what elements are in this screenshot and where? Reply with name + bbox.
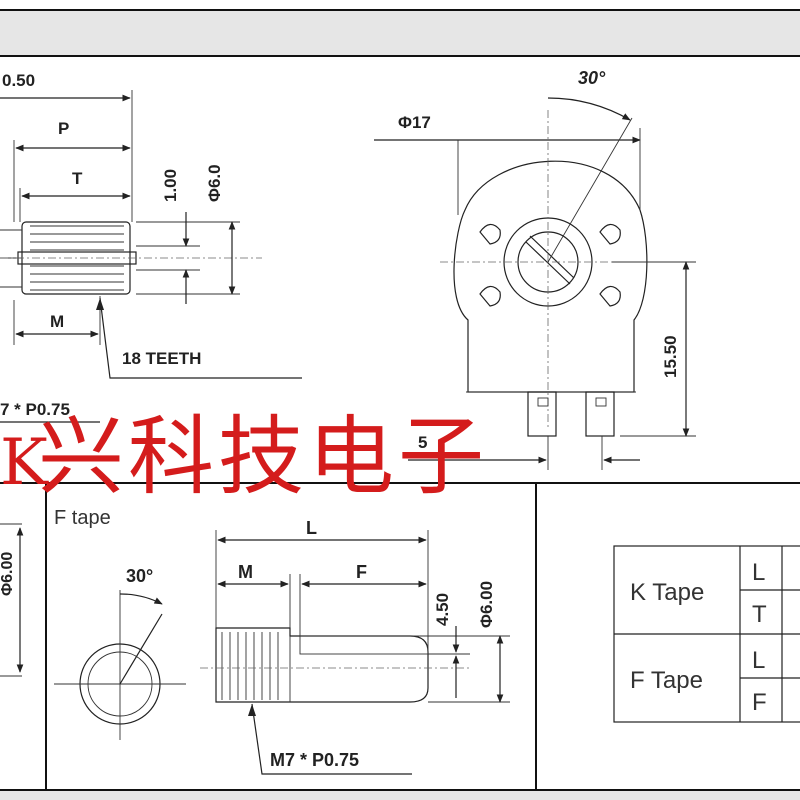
knurl-teeth (30, 225, 124, 291)
angle-30-top: 30° (578, 68, 606, 88)
dim-phi-6-00-f: Φ6.00 (477, 581, 496, 628)
tape-table: K Tape L T F Tape L F (613, 545, 800, 723)
dim-phi-6-0: Φ6.0 (205, 164, 224, 202)
watermark-fragment: K (0, 426, 49, 500)
table-sub-k-t: T (752, 601, 767, 628)
dim-f: F (356, 562, 367, 582)
dim-t: T (72, 169, 83, 188)
f-tape-panel: F tape 30° L M F 4.5 (54, 507, 510, 775)
watermark-text: 兴科技电子 (38, 407, 488, 507)
dim-0-50: 0.50 (2, 71, 35, 90)
dim-m-f: M (238, 562, 253, 582)
table-group-k-tape: K Tape (630, 579, 704, 606)
thread-note-f: M7 * P0.75 (270, 750, 359, 770)
thread-note-top: 7 * P0.75 (0, 400, 70, 419)
teeth-note: 18 TEETH (122, 349, 201, 368)
table-sub-f-l: L (752, 647, 765, 674)
bottom-left-fragment: Φ6.00 (0, 523, 24, 677)
table-sub-k-l: L (752, 559, 765, 586)
f-tape-title: F tape (54, 507, 111, 529)
dim-phi-6-00-left: Φ6.00 (0, 552, 16, 596)
header-band (0, 10, 800, 56)
front-view: Φ17 30° 15.50 5 (374, 68, 696, 470)
angle-30-f: 30° (126, 566, 153, 586)
dim-4-50: 4.50 (433, 593, 452, 626)
dim-p: P (58, 119, 69, 138)
dim-15-50: 15.50 (661, 335, 680, 378)
dim-1-00: 1.00 (161, 169, 180, 202)
dim-phi-17: Φ17 (398, 113, 431, 132)
dim-5: 5 (418, 433, 427, 452)
dim-m: M (50, 312, 64, 331)
dim-l: L (306, 518, 317, 538)
footer-band (0, 790, 800, 800)
table-sub-f-f: F (752, 689, 767, 716)
table-group-f-tape: F Tape (630, 667, 703, 694)
shaft-side-view: 0.50 P T M 1.00 Φ6.0 18 TEETH 7 * P0.75 (0, 71, 302, 423)
